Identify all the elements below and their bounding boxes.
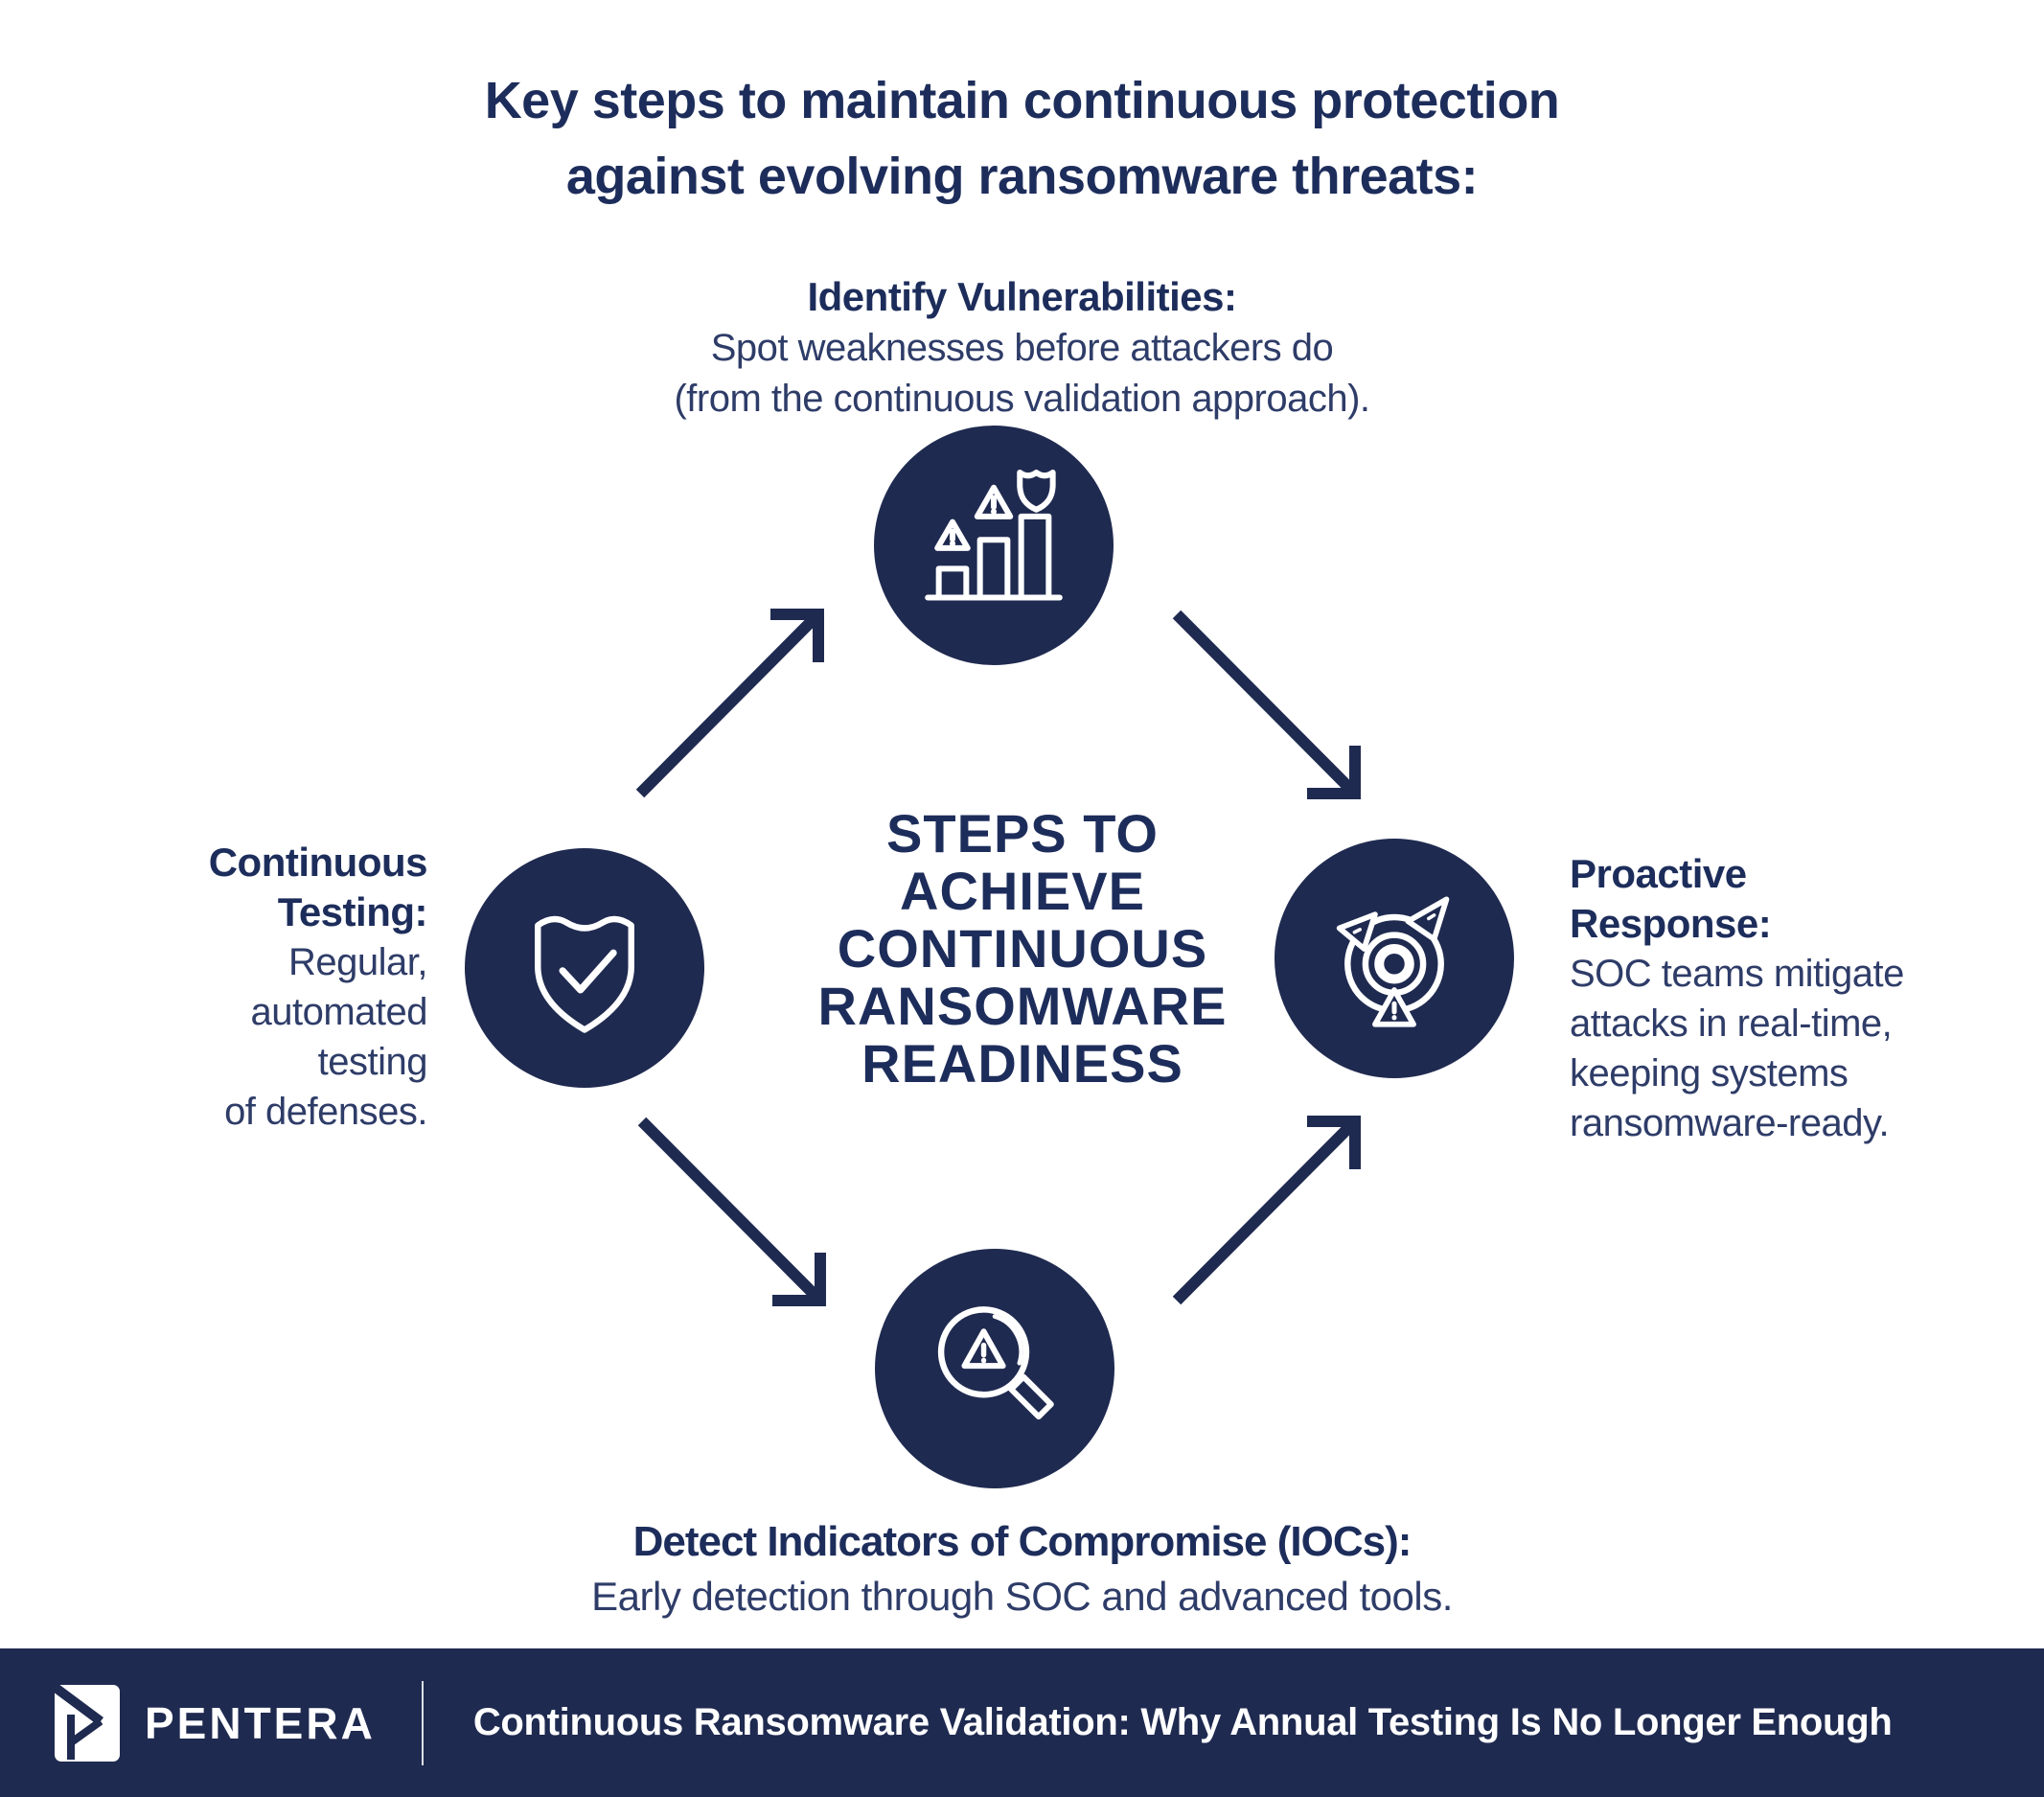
node-continuous-testing: Continuous Testing: Regular, automated t… [111,838,428,1137]
detect-iocs-heading: Detect Indicators of Compromise (IOCs): [632,1518,1412,1565]
continuous-testing-desc-line2: automated [250,991,427,1033]
continuous-testing-heading-line1: Continuous [208,840,428,885]
risk-bar-chart-icon [925,470,1063,601]
page-title-line1: Key steps to maintain continuous protect… [484,72,1560,129]
brand-name: PENTERA [145,1697,376,1748]
center-statement-line4: RANSOMWARE [817,976,1228,1036]
footer-bar: PENTERA Continuous Ransomware Validation… [0,1648,2044,1797]
node-identify-vulnerabilities: Identify Vulnerabilities: Spot weaknesse… [0,271,2044,425]
arrow-left-to-bottom [637,1117,826,1306]
continuous-testing-badge [465,848,704,1088]
arrow-bottom-to-right [1172,1116,1361,1305]
center-statement-line3: CONTINUOUS [837,918,1208,979]
footer-tagline: Continuous Ransomware Validation: Why An… [472,1701,1893,1743]
arrow-top-to-right [1172,610,1361,799]
identify-vulnerabilities-heading: Identify Vulnerabilities: [807,274,1237,319]
center-statement: STEPS TO ACHIEVE CONTINUOUS RANSOMWARE R… [735,805,1310,1093]
continuous-testing-desc-line3: testing [317,1041,428,1083]
proactive-response-desc-line3: keeping systems [1570,1052,1849,1094]
magnifier-alert-icon [937,1306,1054,1420]
page-title: Key steps to maintain continuous protect… [0,63,2044,215]
detect-iocs-desc: Early detection through SOC and advanced… [591,1574,1453,1619]
target-response-icon [1336,896,1450,1027]
proactive-response-heading-line2: Response: [1570,901,1772,946]
page-title-line2: against evolving ransomware threats: [565,148,1479,205]
pentera-logo-icon [55,1684,120,1762]
continuous-testing-desc-line4: of defenses. [224,1091,427,1133]
identify-vulnerabilities-desc-line1: Spot weaknesses before attackers do [710,327,1334,369]
proactive-response-desc-line2: attacks in real-time, [1570,1002,1893,1045]
node-proactive-response: Proactive Response: SOC teams mitigate a… [1570,849,1991,1148]
proactive-response-desc-line4: ransomware-ready. [1570,1102,1890,1144]
proactive-response-heading-line1: Proactive [1570,851,1747,896]
proactive-response-badge [1275,839,1514,1078]
shield-check-icon [535,915,634,1033]
center-statement-line5: READINESS [861,1033,1183,1094]
identify-vulnerabilities-badge [874,426,1114,665]
arrow-left-to-top [635,609,824,798]
node-detect-iocs: Detect Indicators of Compromise (IOCs): … [0,1514,2044,1624]
detect-iocs-badge [875,1249,1114,1488]
center-statement-line1: STEPS TO [886,803,1159,864]
identify-vulnerabilities-desc-line2: (from the continuous validation approach… [674,378,1370,420]
proactive-response-desc-line1: SOC teams mitigate [1570,953,1904,995]
center-statement-line2: ACHIEVE [900,861,1145,921]
continuous-testing-heading-line2: Testing: [277,889,428,934]
footer-divider [421,1680,424,1765]
continuous-testing-desc-line1: Regular, [288,941,427,983]
